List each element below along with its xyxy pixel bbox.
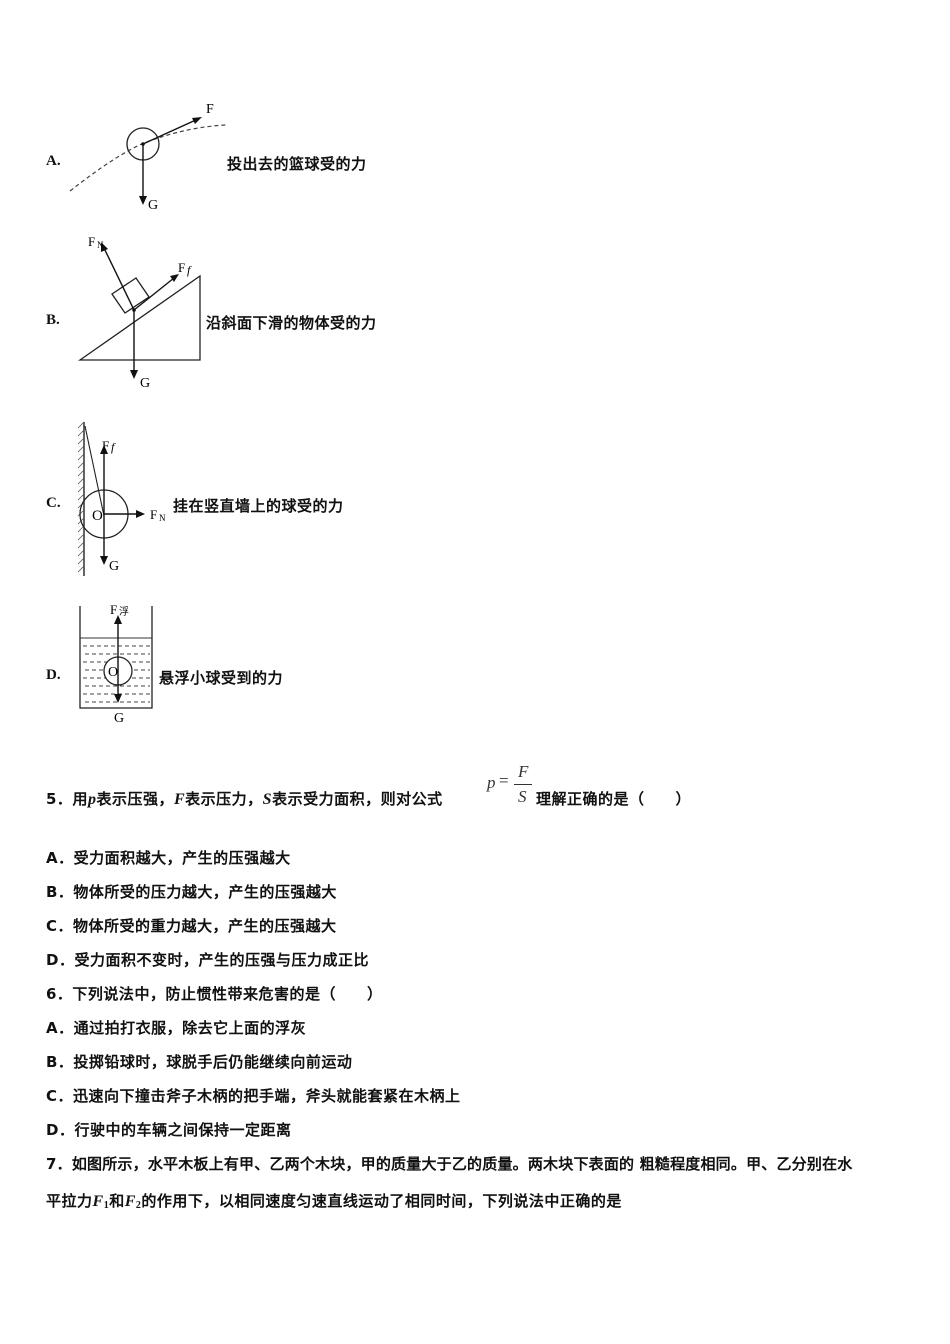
question-6-option: A．通过拍打衣服，除去它上面的浮灰 [46, 1019, 307, 1037]
formula-p: p [487, 773, 496, 792]
option-letter: A. [46, 153, 61, 169]
label-o: O [92, 508, 103, 524]
option-caption: 悬浮小球受到的力 [159, 669, 284, 687]
question-7-stem-line2: 平拉力F1和F2的作用下，以相同速度匀速直线运动了相同时间，下列说法中正确的是 [46, 1192, 622, 1211]
label-fn-sub: N [97, 240, 104, 250]
container [79, 606, 153, 709]
formula-numerator: F [518, 762, 529, 781]
question-5-stem: 5．用p表示压强，F表示压力，S表示受力面积，则对公式 [46, 790, 443, 808]
wall-hatching [77, 421, 85, 573]
question-5-option: B．物体所受的压力越大，产生的压强越大 [46, 883, 337, 901]
label-fu: 浮 [119, 606, 129, 618]
force-arrow-f [142, 118, 199, 145]
option-letter: C. [46, 495, 61, 511]
label-g: G [140, 376, 150, 391]
question-5-stem-end: 理解正确的是（ ） [536, 790, 692, 808]
option-caption: 沿斜面下滑的物体受的力 [206, 314, 377, 332]
diagram-basketball: F G [69, 102, 227, 213]
question-5-option: A．受力面积越大，产生的压强越大 [46, 849, 291, 867]
option-letter: D. [46, 667, 61, 683]
diagram-suspended-ball: O F 浮 G [79, 602, 153, 726]
label-fn-sub: N [159, 513, 166, 523]
label-ff-sub: f [111, 440, 116, 454]
rope-line [84, 425, 105, 517]
trajectory-curve [69, 124, 227, 192]
label-g: G [114, 711, 124, 726]
label-ff: F [102, 438, 109, 453]
formula-eq: = [499, 771, 509, 790]
question-5-option: D．受力面积不变时，产生的压强与压力成正比 [46, 951, 369, 969]
friction-arrow [133, 277, 175, 311]
formula-denominator: S [518, 787, 527, 806]
label-ff-sub: f [187, 263, 192, 277]
option-letter: B. [46, 312, 60, 328]
option-caption: 挂在竖直墙上的球受的力 [173, 497, 344, 515]
formula-bar [514, 784, 532, 785]
question-6-option: D．行驶中的车辆之间保持一定距离 [46, 1121, 292, 1139]
label-ff: F [178, 260, 185, 275]
label-g: G [109, 559, 119, 574]
diagram-incline: F N F f G [77, 234, 201, 391]
normal-arrow [103, 247, 135, 311]
diagram-wall-ball: O F f F N G [77, 421, 166, 576]
label-g: G [148, 198, 158, 213]
question-6-option: C．迅速向下撞击斧子木柄的把手端，斧头就能套紧在木柄上 [46, 1087, 461, 1105]
label-fn: F [150, 507, 157, 522]
option-caption: 投出去的篮球受的力 [227, 155, 367, 173]
water-dashes [83, 645, 150, 703]
label-fn: F [88, 234, 95, 249]
question-6-option: B．投掷铅球时，球脱手后仍能继续向前运动 [46, 1053, 353, 1071]
label-o: O [108, 665, 118, 680]
label-f: F [206, 102, 214, 117]
question-6-stem: 6．下列说法中，防止惯性带来危害的是（ ） [46, 985, 383, 1003]
label-f: F [110, 602, 117, 617]
question-5-option: C．物体所受的重力越大，产生的压强越大 [46, 917, 337, 935]
question-7-stem-line1: 7．如图所示，水平木板上有甲、乙两个木块，甲的质量大于乙的质量。两木块下表面的 … [46, 1155, 853, 1173]
incline-triangle [77, 274, 201, 361]
block-square [111, 277, 150, 314]
